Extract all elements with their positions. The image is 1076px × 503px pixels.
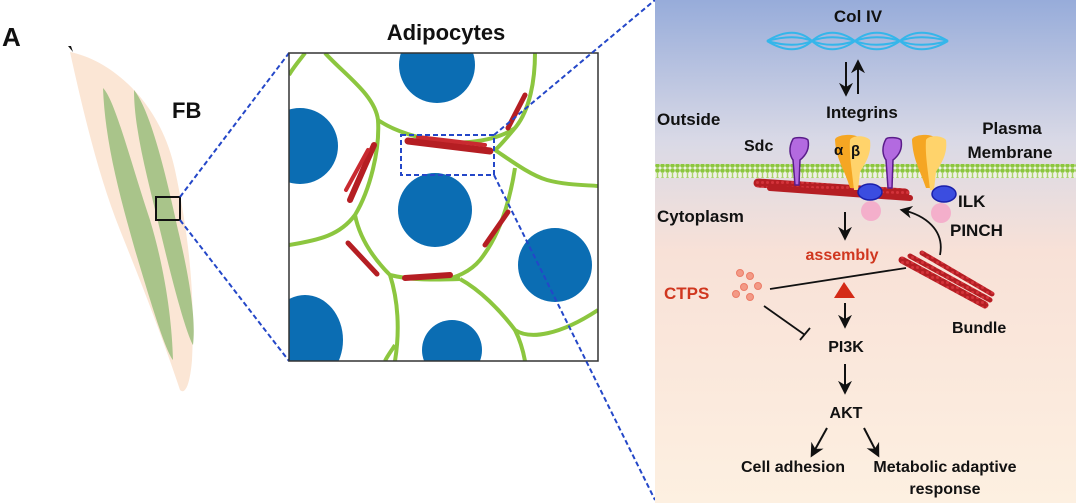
- arrow-to-metabolic: [863, 427, 880, 458]
- pinch-label: PINCH: [950, 221, 1003, 240]
- ilk-label: ILK: [958, 192, 986, 211]
- metabolic-label-line2: response: [909, 481, 980, 498]
- ctps-particle: [732, 290, 740, 298]
- integrins-label: Integrins: [826, 103, 898, 122]
- filament: [402, 272, 453, 281]
- filament: [505, 92, 528, 131]
- filament: [907, 253, 993, 303]
- arrow-to-cell-adhesion: [810, 427, 828, 458]
- zoom-region-box: [400, 134, 495, 176]
- outside-label: Outside: [657, 110, 720, 129]
- sdc-label: Sdc: [744, 138, 773, 155]
- zoom-line: [179, 219, 290, 362]
- filament-bundle: [898, 250, 995, 309]
- curved-arrow: [899, 205, 942, 256]
- ctps-particles: [732, 269, 762, 301]
- membrane-label: Membrane: [967, 143, 1052, 162]
- col-iv-fiber: [766, 31, 949, 51]
- nucleus: [289, 295, 343, 361]
- integrin-dimer: α β: [834, 134, 871, 190]
- pinch-protein: [931, 203, 951, 223]
- fat-body-lobe: [134, 90, 194, 345]
- ilk-protein: [931, 185, 957, 203]
- organ-tip: [68, 46, 73, 52]
- fat-body-organ: [68, 46, 194, 392]
- ctps-particle: [746, 272, 754, 280]
- nucleus: [289, 108, 338, 184]
- ctps-particle: [746, 293, 754, 301]
- inhibition-bar: [799, 327, 811, 341]
- col-iv-label: Col IV: [834, 7, 883, 26]
- adipocytes-panel: [288, 52, 599, 362]
- fb-label: FB: [172, 98, 201, 123]
- nucleus: [518, 228, 592, 302]
- filament: [898, 256, 989, 309]
- filament: [347, 142, 377, 203]
- beta-label: β: [851, 143, 860, 160]
- filament: [404, 137, 494, 155]
- filament: [919, 250, 995, 297]
- zoom-line: [493, 174, 656, 501]
- filament: [416, 135, 487, 147]
- pi3k-label: PI3K: [828, 339, 864, 356]
- filament-bundles: [344, 92, 528, 281]
- sdc-protein: [789, 136, 810, 186]
- ctps-label: CTPS: [664, 284, 709, 303]
- panel-label: A: [2, 22, 21, 52]
- filament: [767, 185, 913, 201]
- inhibition-line: [763, 305, 806, 336]
- integrin-dimer: [912, 134, 947, 190]
- red-triangle-icon: [834, 282, 855, 298]
- filament: [345, 240, 380, 277]
- assembly-label: assembly: [806, 247, 879, 264]
- alpha-label: α: [834, 142, 844, 159]
- zoom-line: [179, 52, 290, 198]
- zoom-line: [493, 0, 656, 136]
- ilk-protein: [857, 183, 883, 201]
- adipocytes-title: Adipocytes: [387, 20, 506, 45]
- nucleus: [398, 173, 472, 247]
- cytoplasm-label: Cytoplasm: [657, 207, 744, 226]
- cell-adhesion-label: Cell adhesion: [741, 459, 845, 476]
- pathway-panel: Col IV Integrins Outside Sdc Plasma Memb…: [655, 0, 1076, 503]
- metabolic-label-line1: Metabolic adaptive: [873, 459, 1016, 476]
- filament: [482, 209, 511, 248]
- fat-body-lobe: [103, 88, 173, 360]
- ctps-particle: [740, 283, 748, 291]
- pinch-protein: [861, 201, 881, 221]
- ctps-particle: [754, 282, 762, 290]
- akt-label: AKT: [830, 405, 863, 422]
- zoom-region-box: [155, 196, 181, 221]
- ctps-bundle-link: [769, 267, 907, 290]
- ctps-particle: [736, 269, 744, 277]
- nucleus: [422, 320, 482, 361]
- adipocytes-frame: [288, 52, 599, 362]
- nucleus: [399, 53, 475, 103]
- bundle-label: Bundle: [952, 320, 1006, 337]
- filament: [344, 148, 370, 192]
- sdc-protein: [882, 136, 903, 189]
- plasma-membrane: [655, 164, 1076, 178]
- plasma-label: Plasma: [982, 119, 1042, 138]
